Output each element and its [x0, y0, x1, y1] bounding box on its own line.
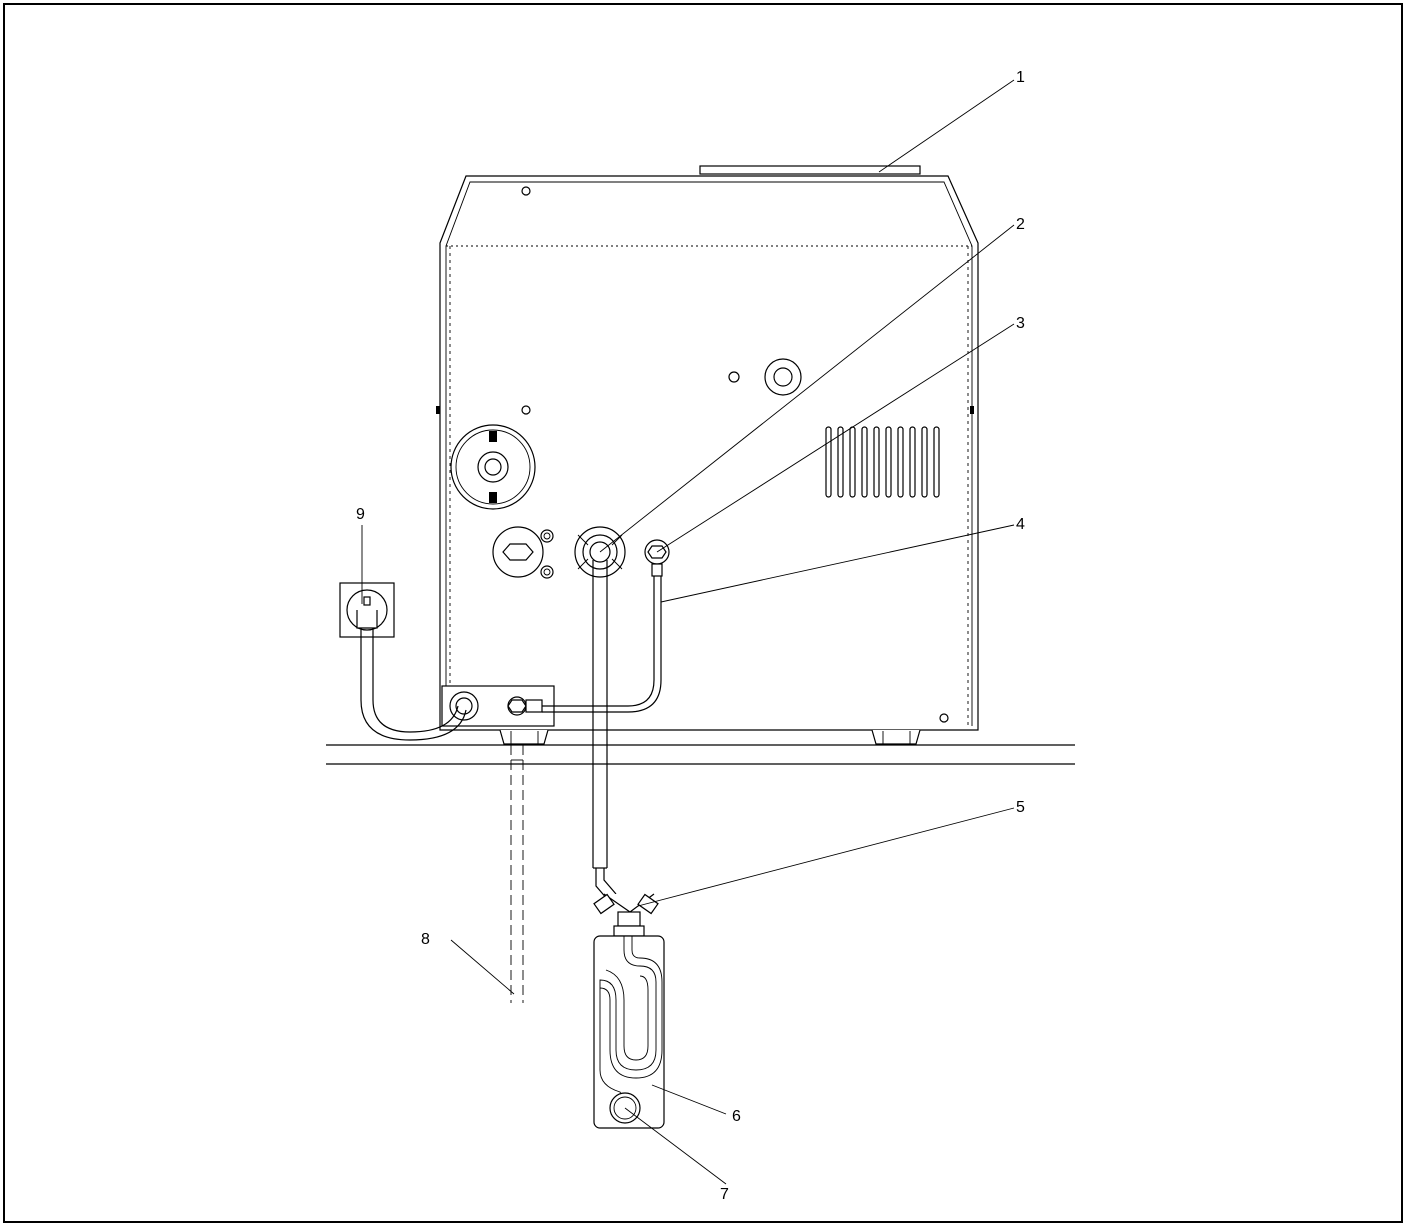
- hex-fitting: [492, 526, 554, 579]
- ventilation-grille: [825, 426, 940, 498]
- callout-4: 4: [1016, 516, 1025, 533]
- mains-cable-inner: [372, 628, 459, 733]
- screw-hole: [728, 371, 740, 383]
- worktop: [326, 744, 1075, 765]
- mains-connection-box: [441, 685, 555, 727]
- waste-bottle: [593, 935, 665, 1129]
- foot-right: [871, 729, 921, 745]
- screw-hole: [939, 713, 949, 723]
- housing-outline: [439, 175, 979, 731]
- screw-hole: [521, 186, 531, 196]
- overflow-hose-outer: [542, 576, 662, 713]
- callout-7: 7: [720, 1186, 729, 1203]
- cable-grommet-inner: [773, 367, 793, 387]
- overflow-fitting: [644, 539, 670, 577]
- callout-9: 9: [356, 506, 365, 523]
- leader-lines: [361, 79, 1015, 1185]
- foot-left: [499, 729, 549, 745]
- mains-plug-socket: [339, 582, 395, 638]
- y-connector: [593, 893, 659, 937]
- screw-hole: [521, 405, 531, 415]
- side-tab-left: [436, 406, 440, 414]
- side-tab-right: [970, 406, 974, 414]
- mains-cable: [360, 628, 467, 741]
- callout-1: 1: [1016, 69, 1025, 86]
- reservoir-cap: [450, 424, 536, 510]
- callout-2: 2: [1016, 216, 1025, 233]
- page-frame: [3, 3, 1403, 1223]
- unit-housing: [436, 165, 979, 745]
- callout-8: 8: [421, 931, 430, 948]
- callout-6: 6: [732, 1108, 741, 1125]
- housing-inner-outline: [445, 181, 973, 726]
- top-lid: [699, 165, 921, 175]
- dashed-pipe: [510, 745, 524, 1003]
- callout-3: 3: [1016, 315, 1025, 332]
- overflow-hose: [542, 576, 655, 707]
- callout-5: 5: [1016, 799, 1025, 816]
- drain-hose: [592, 560, 617, 901]
